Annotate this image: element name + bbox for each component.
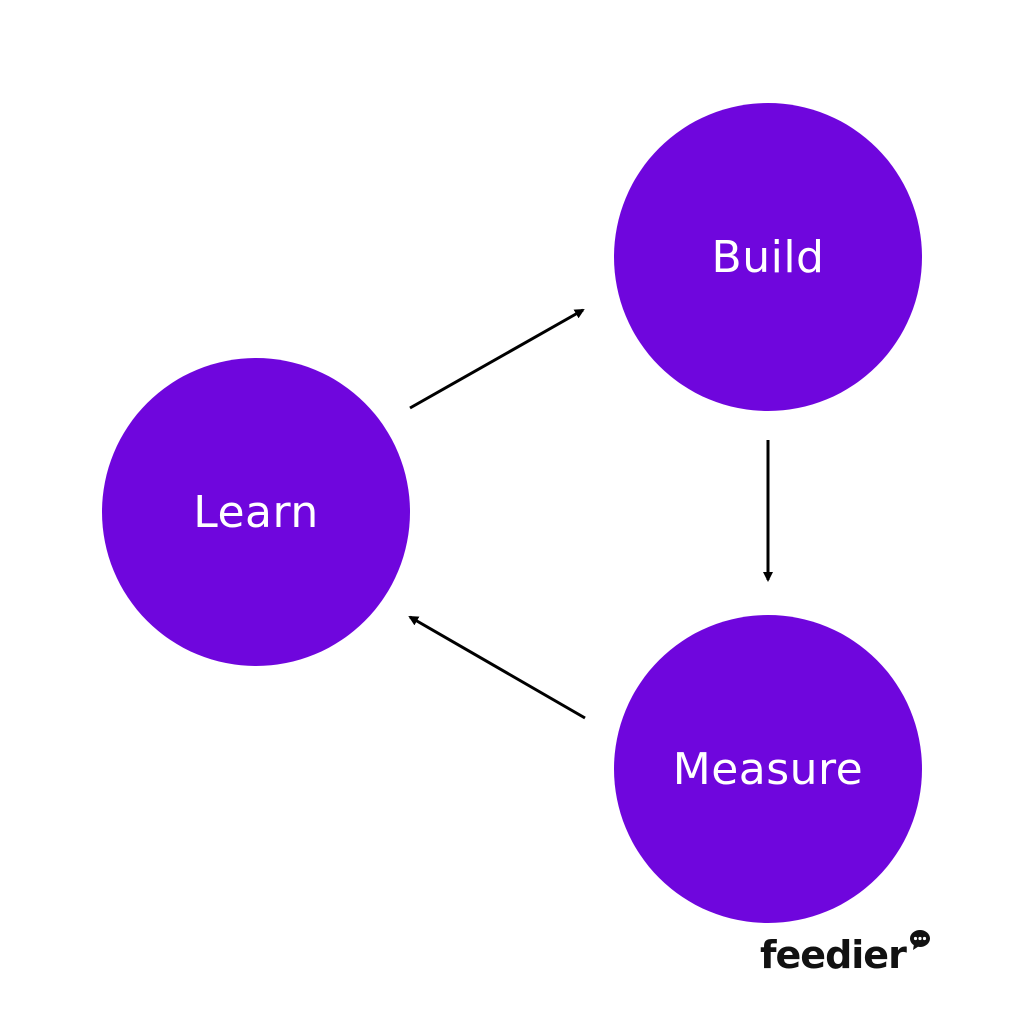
chat-bubble-icon: [908, 928, 932, 957]
node-build-label: Build: [711, 231, 825, 283]
node-build: Build: [614, 103, 922, 411]
node-learn: Learn: [102, 358, 410, 666]
feedier-logo: feedier: [760, 930, 932, 980]
arrow-measure-to-learn: [408, 615, 586, 720]
node-measure-label: Measure: [672, 743, 864, 795]
logo-text: feedier: [760, 933, 907, 977]
arrow-learn-to-build: [409, 308, 585, 410]
node-measure: Measure: [614, 615, 922, 923]
node-learn-label: Learn: [193, 486, 319, 538]
